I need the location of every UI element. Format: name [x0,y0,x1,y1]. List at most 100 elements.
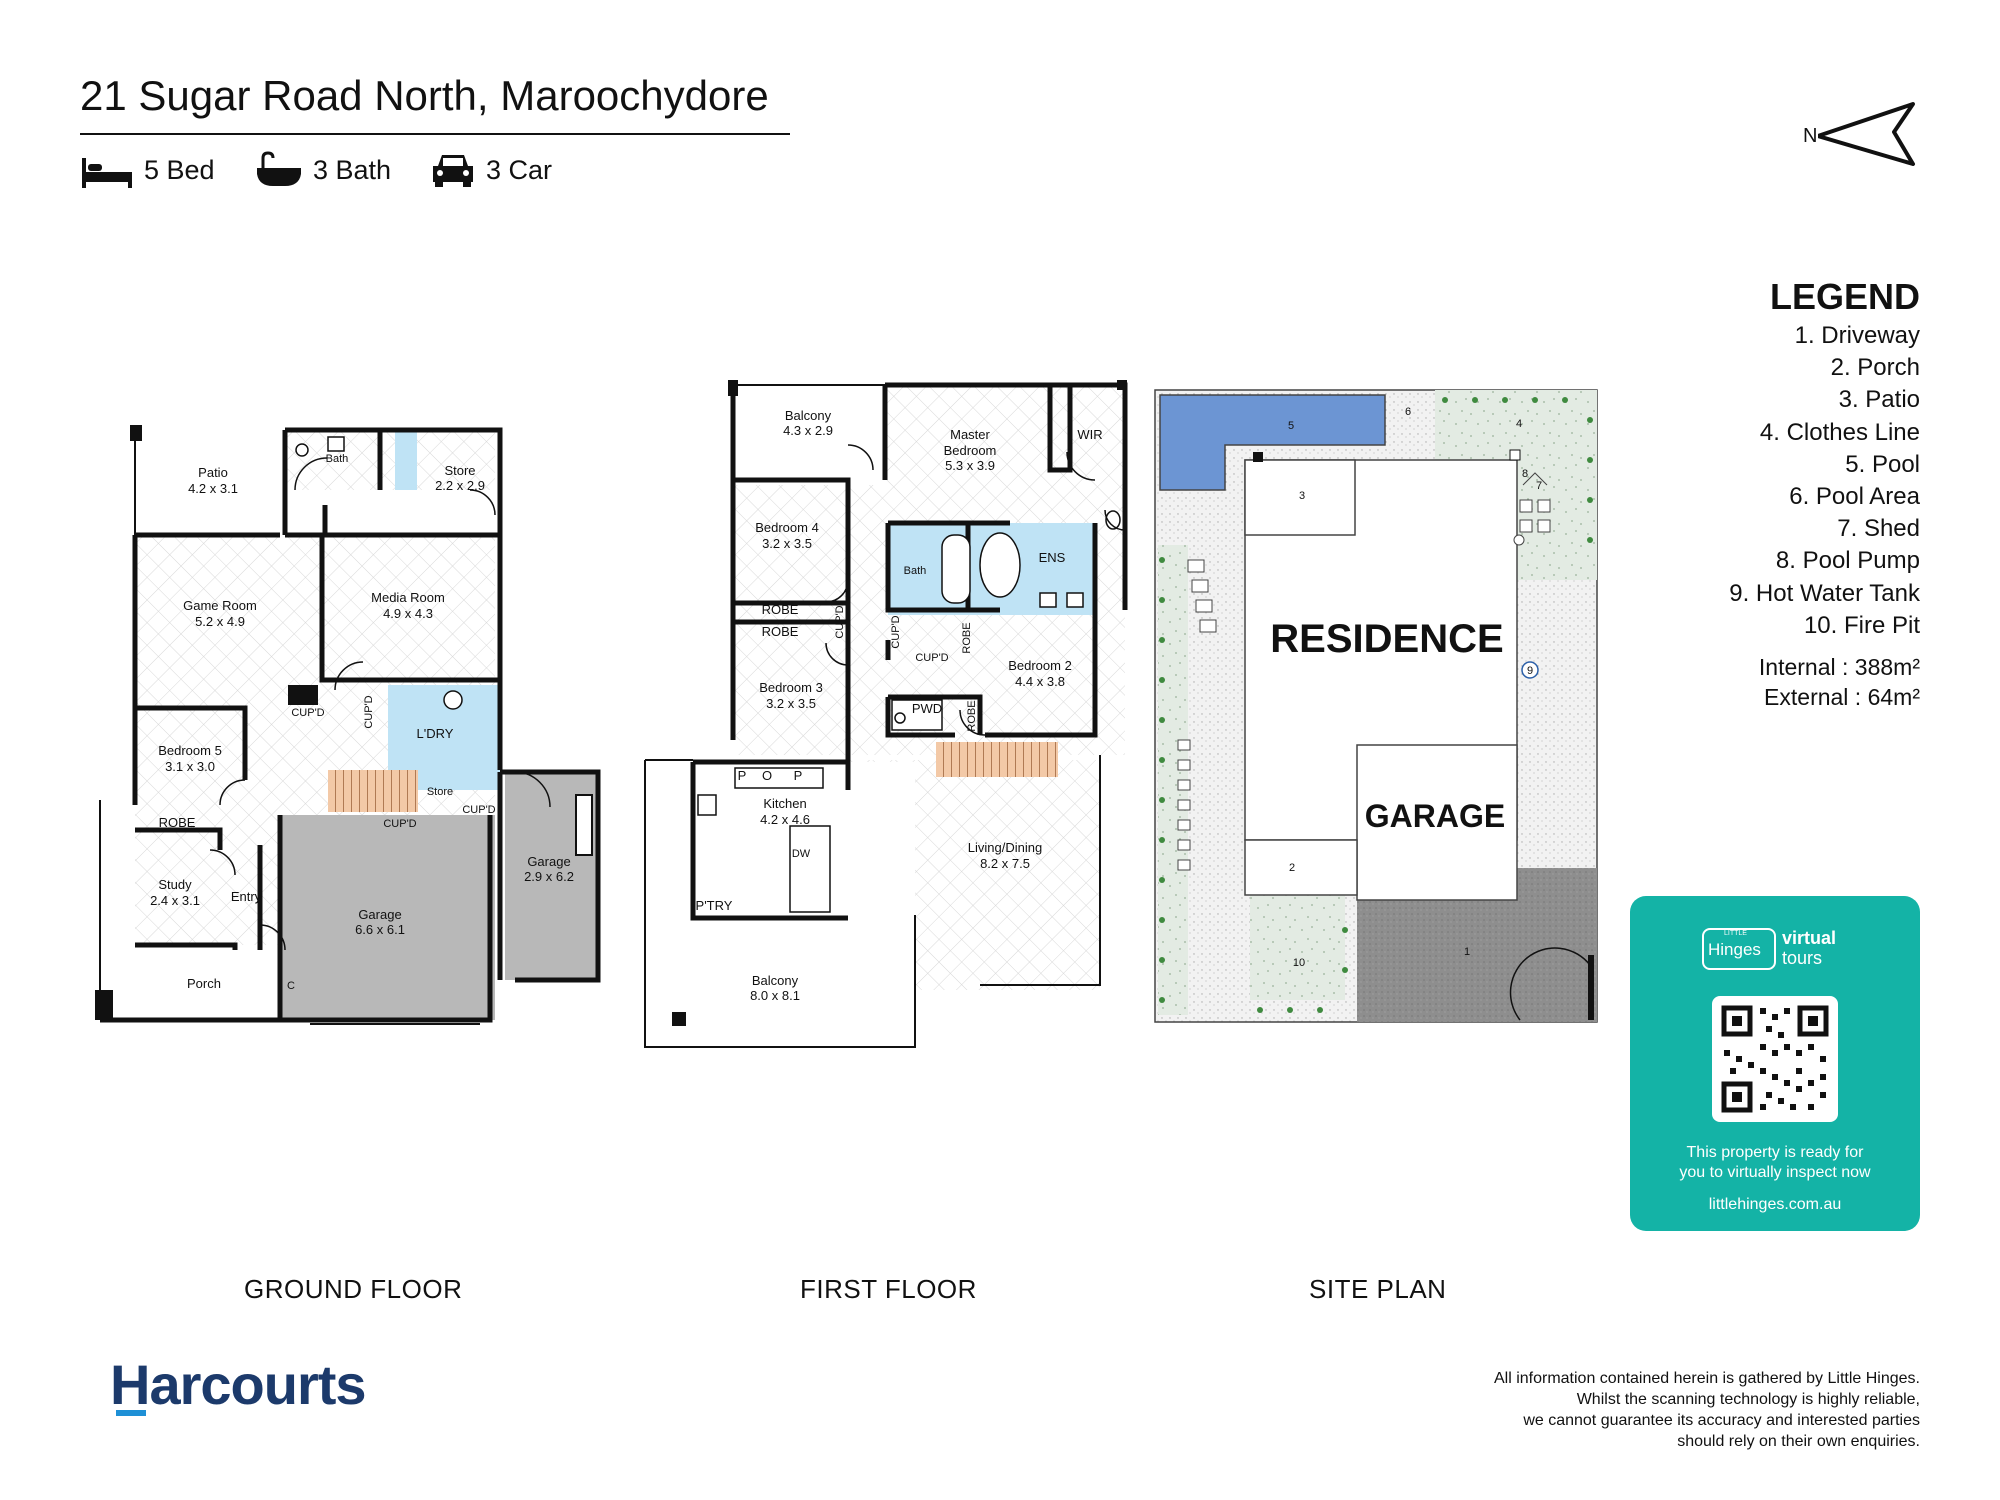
bedroom3-label: Bedroom 3 [759,680,823,695]
cupboard-c-label: C [287,980,295,992]
harcourts-logo-accent [116,1410,146,1416]
robe-label: ROBE [762,624,799,639]
dishwasher-label: DW [792,848,811,860]
ground-bath-label: Bath [326,453,349,465]
laundry-label: L'DRY [417,726,454,741]
pop-label: O [762,768,772,783]
virtual-tour-card[interactable]: LITTLE Hinges virtual tours This propert… [1630,896,1920,1231]
first-floor-plan: Balcony 4.3 x 2.9 Master Bedroom 5.3 x 3… [644,380,1128,1048]
bedroom2-label: Bedroom 2 [1008,658,1072,673]
logo-small-text: LITTLE [1724,930,1747,937]
disclaimer: All information contained herein is gath… [1494,1368,1920,1452]
qr-code-icon [1721,1005,1829,1113]
robe-label: ROBE [961,622,973,653]
media-room-label: Media Room [371,590,445,605]
side-garage-dims: 2.9 x 6.2 [524,869,574,884]
powder-room-label: PWD [912,701,942,716]
master-bedroom-label: Master [950,427,990,442]
garage-label: Garage [358,907,401,922]
site-marker-clothes-line: 4 [1516,418,1522,430]
bedroom3-dims: 3.2 x 3.5 [766,696,816,711]
living-dining-label: Living/Dining [968,840,1042,855]
logo-product-text: virtual [1782,928,1837,948]
cupd-label: CUP'D [462,804,495,816]
master-bedroom-label: Bedroom [944,443,997,458]
legend-item: 4. Clothes Line [1759,418,1920,446]
legend-item: 10. Fire Pit [1803,611,1920,639]
ground-store-dims: 2.2 x 2.9 [435,478,485,493]
north-label: N [1803,125,1818,147]
little-hinges-logo: LITTLE Hinges virtual tours [1702,928,1852,972]
car-icon [433,155,473,187]
robe-label: ROBE [159,815,196,830]
virtual-tour-text: you to virtually inspect now [1679,1164,1871,1181]
cupd-label: CUP'D [383,818,416,830]
porch-label: Porch [187,976,221,991]
site-marker-pool-area: 6 [1405,406,1411,418]
media-room-dims: 4.9 x 4.3 [383,606,433,621]
legend-item: 8. Pool Pump [1775,547,1920,575]
logo-product-text: tours [1782,948,1823,968]
small-store-label: Store [427,786,453,798]
logo-brand-text: Hinges [1708,940,1761,959]
disclaimer-line: should rely on their own enquiries. [1677,1433,1920,1450]
game-room-label: Game Room [183,598,257,613]
bath-icon [257,151,301,186]
external-area: External : 64m² [1764,684,1920,710]
site-marker-patio: 3 [1299,490,1305,502]
residence-label: RESIDENCE [1270,617,1503,661]
internal-area: Internal : 388m² [1758,654,1920,680]
site-plan-label: SITE PLAN [1309,1274,1447,1304]
bath-label: 3 Bath [313,154,392,185]
virtual-tour-url[interactable]: littlehinges.com.au [1708,1196,1842,1213]
north-arrow-icon [1818,102,1915,166]
side-garage-label: Garage [527,854,570,869]
bed-label: 5 Bed [144,154,215,185]
site-marker-driveway: 1 [1464,946,1470,958]
cupd-label: CUP'D [915,652,948,664]
bed-count: 5 Bed [80,150,215,190]
wir-label: WIR [1077,427,1102,442]
site-garage-label: GARAGE [1365,798,1505,834]
legend-item: 5. Pool [1845,450,1920,478]
bath-count: 3 Bath [255,150,391,190]
legend-item: 3. Patio [1838,386,1920,414]
site-marker-shed: 7 [1536,480,1542,492]
first-bath-label: Bath [904,565,927,577]
disclaimer-line: All information contained herein is gath… [1493,1370,1920,1387]
bedroom5-dims: 3.1 x 3.0 [165,759,215,774]
harcourts-logo: Harcourts [110,1353,367,1416]
balcony2-dims: 8.0 x 8.1 [750,988,800,1003]
bedroom2-dims: 4.4 x 3.8 [1015,674,1065,689]
robe-label: ROBE [762,602,799,617]
pop-label: P [794,768,803,783]
bedroom5-label: Bedroom 5 [158,743,222,758]
ensuite-label: ENS [1039,550,1066,565]
patio-label: Patio [198,465,228,480]
study-dims: 2.4 x 3.1 [150,893,200,908]
qr-code[interactable] [1712,996,1838,1122]
virtual-tour-text: This property is ready for [1686,1144,1864,1161]
ground-floor-plan: Patio 4.2 x 3.1 Bath Store 2.2 x 2.9 Gam… [95,425,601,1025]
living-dining-dims: 8.2 x 7.5 [980,856,1030,871]
legend-list: 1. Driveway 2. Porch 3. Patio 4. Clothes… [1729,320,1920,642]
robe-label: ROBE [966,700,978,731]
site-marker-pool: 5 [1288,420,1294,432]
balcony-label: Balcony [785,408,832,423]
balcony2-label: Balcony [752,973,799,988]
cupd-label: CUP'D [890,615,902,648]
site-marker-porch: 2 [1289,862,1295,874]
entry-label: Entry [231,889,262,904]
site-marker-pool-pump: 8 [1522,468,1528,480]
bed-icon [82,158,132,188]
legend-item: 9. Hot Water Tank [1729,579,1920,607]
legend-item: 2. Porch [1830,354,1920,382]
car-label: 3 Car [486,154,553,185]
legend-item: 7. Shed [1837,515,1920,543]
ground-store-label: Store [444,463,475,478]
kitchen-dims: 4.2 x 4.6 [760,812,810,827]
legend-item: 6. Pool Area [1789,483,1920,511]
disclaimer-line: we cannot guarantee its accuracy and int… [1523,1412,1920,1429]
car-count: 3 Car [430,150,552,190]
